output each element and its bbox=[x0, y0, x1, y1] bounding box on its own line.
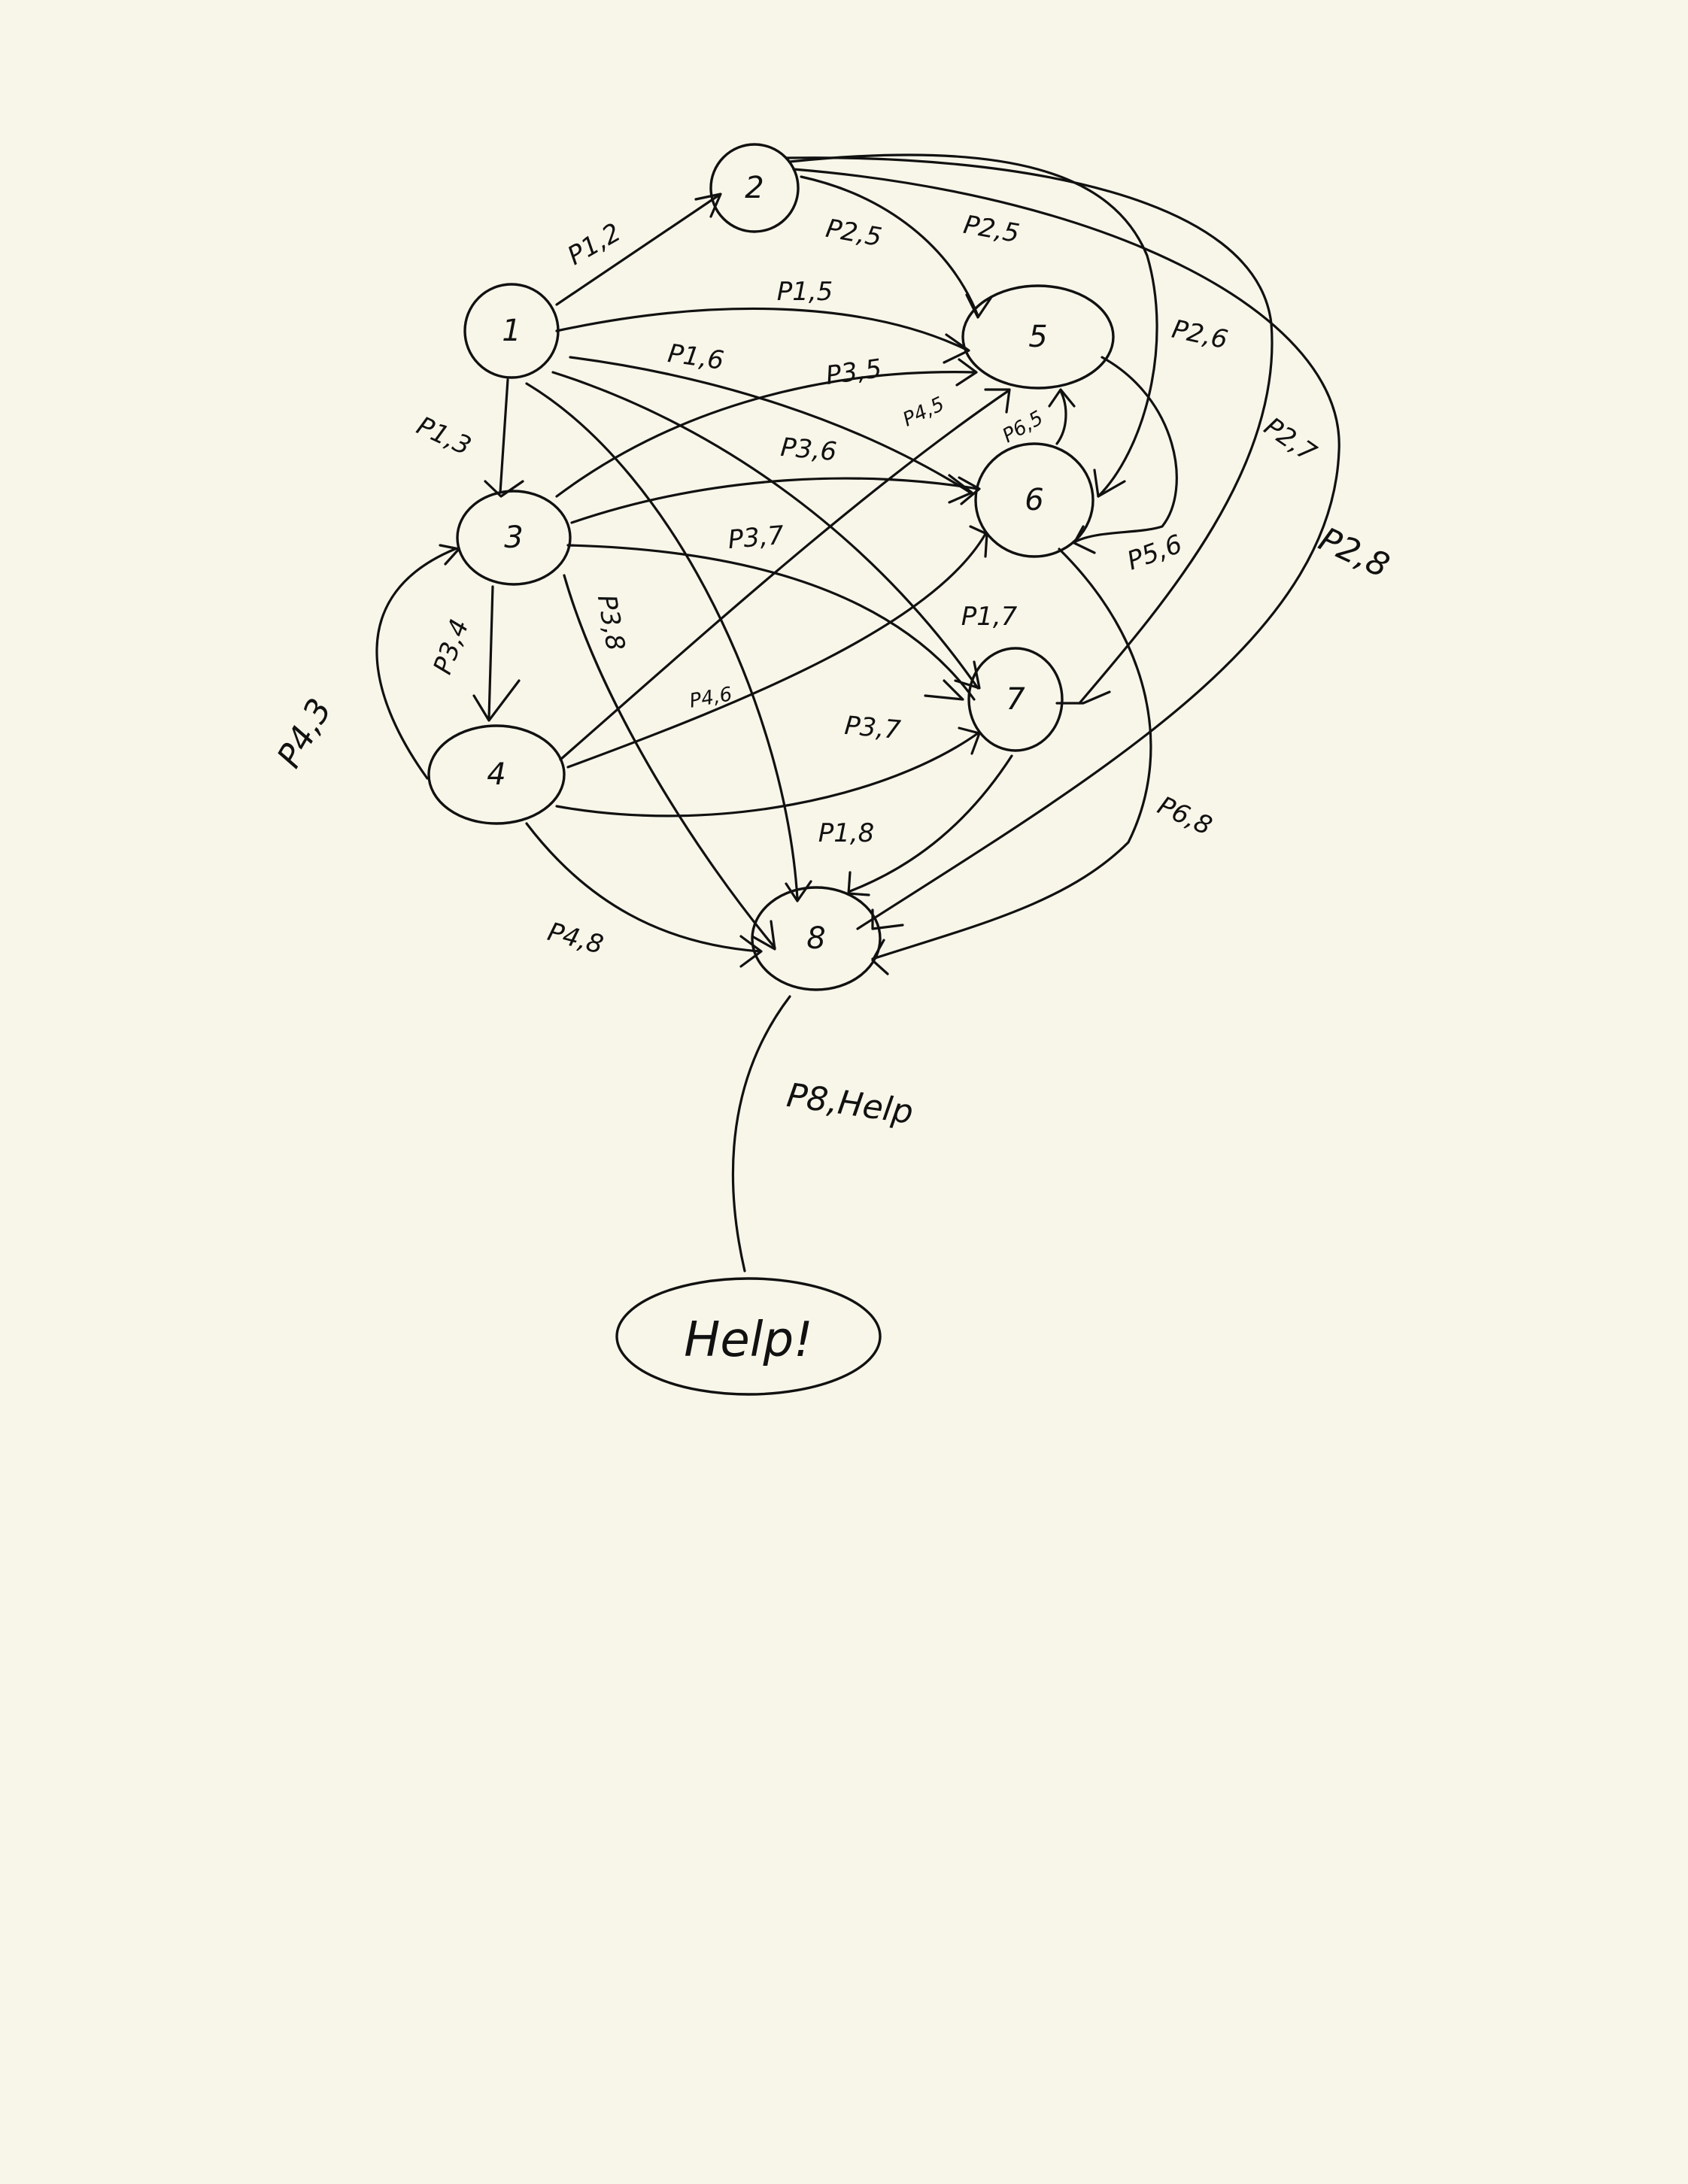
arrowhead-to-8-from-3 bbox=[751, 920, 776, 951]
label-p35: P3,5 bbox=[824, 353, 883, 391]
node-3-circle bbox=[456, 490, 572, 586]
edge-3-8 bbox=[563, 574, 776, 949]
node-2-label: 2 bbox=[745, 171, 764, 205]
arrowhead-to-6-from-3 bbox=[958, 476, 981, 505]
node-6-label: 6 bbox=[1025, 483, 1043, 517]
label-p68: P6,8 bbox=[1153, 790, 1216, 842]
label-p56: P5,6 bbox=[1123, 529, 1186, 576]
node-7-label: 7 bbox=[1006, 682, 1025, 717]
node-help[interactable]: Help! bbox=[615, 1277, 882, 1396]
node-4[interactable]: 4 bbox=[427, 724, 566, 825]
arrowhead-to-8-from-4 bbox=[739, 935, 763, 968]
edge-5-6 bbox=[1074, 356, 1178, 543]
label-p28: P2,8 bbox=[1313, 520, 1395, 585]
node-6-circle bbox=[974, 442, 1094, 558]
edge-3-6 bbox=[570, 477, 979, 524]
arrowhead-3-to-4 bbox=[472, 679, 521, 722]
arrowhead-to-5-from-1 bbox=[943, 333, 970, 364]
edge-4-6 bbox=[566, 532, 987, 769]
label-p25a: P2,5 bbox=[824, 214, 884, 253]
edge-2-7 bbox=[785, 156, 1274, 705]
label-p18: P1,8 bbox=[818, 818, 875, 848]
label-p38: P3,8 bbox=[591, 593, 630, 653]
edge-4-3 bbox=[375, 548, 457, 780]
label-p8help: P8,Help bbox=[785, 1076, 915, 1132]
node-3-label: 3 bbox=[504, 520, 523, 555]
label-p27: P2,7 bbox=[1258, 411, 1322, 469]
edge-1-7 bbox=[551, 371, 979, 690]
arrowhead-to-5-from-2 bbox=[965, 293, 993, 319]
label-p36: P3,6 bbox=[779, 432, 838, 467]
arrowhead-to-5-from-6 bbox=[1048, 388, 1076, 408]
arrowhead-to-7-from-2 bbox=[1055, 690, 1111, 705]
label-p43: P4,3 bbox=[270, 692, 339, 774]
node-6[interactable]: 6 bbox=[974, 442, 1094, 558]
arrowhead-to-6-from-1 bbox=[948, 474, 973, 504]
node-8-label: 8 bbox=[806, 921, 825, 956]
node-7[interactable]: 7 bbox=[967, 647, 1064, 752]
arrowhead-to-7-from-3 bbox=[924, 679, 964, 701]
node-4-circle bbox=[427, 724, 566, 825]
edge-2-5-long bbox=[788, 153, 1158, 498]
edge-6-8 bbox=[871, 548, 1152, 960]
node-4-label: 4 bbox=[487, 757, 505, 792]
arrowhead-to-5-from-4 bbox=[984, 388, 1011, 414]
edge-4-7 bbox=[555, 732, 979, 817]
label-p17: P1,7 bbox=[961, 602, 1018, 632]
node-2[interactable]: 2 bbox=[709, 143, 800, 233]
label-p26: P2,6 bbox=[1169, 314, 1230, 356]
arrowhead-to-2 bbox=[694, 193, 722, 218]
node-2-circle bbox=[709, 143, 800, 233]
arrowhead-to-5-from-3 bbox=[955, 358, 978, 387]
label-p37b: P3,7 bbox=[843, 711, 902, 745]
edges bbox=[375, 153, 1340, 1272]
edge-4-8 bbox=[525, 822, 761, 953]
node-8-circle bbox=[751, 886, 882, 991]
label-p16: P1,6 bbox=[666, 338, 725, 376]
edge-3-7 bbox=[566, 544, 976, 701]
edge-labels: P1,2 P1,3 P1,5 P1,6 P1,7 P1,8 P2,5 P2,5 … bbox=[270, 210, 1395, 1132]
edge-1-3 bbox=[499, 378, 509, 494]
label-p25b: P2,5 bbox=[961, 210, 1022, 249]
label-p34: P3,4 bbox=[427, 615, 475, 678]
arrowhead-1-to-3 bbox=[484, 480, 524, 498]
label-p45: P4,5 bbox=[900, 393, 948, 431]
edge-6-5 bbox=[1055, 390, 1067, 445]
node-8[interactable]: 8 bbox=[751, 886, 882, 991]
node-1-circle bbox=[463, 283, 560, 379]
node-1[interactable]: 1 bbox=[463, 283, 560, 379]
edge-4-5 bbox=[559, 390, 1009, 761]
node-5-circle bbox=[961, 284, 1115, 390]
node-help-label: Help! bbox=[684, 1312, 813, 1368]
node-help-ellipse bbox=[615, 1277, 882, 1396]
edge-3-4 bbox=[487, 585, 494, 720]
edge-3-5 bbox=[555, 371, 976, 498]
edge-1-5 bbox=[555, 307, 968, 351]
edge-1-6 bbox=[569, 356, 972, 494]
arrowhead-to-6-from-2 bbox=[1093, 469, 1126, 498]
label-p15: P1,5 bbox=[777, 277, 833, 307]
edge-7-8 bbox=[849, 754, 1013, 893]
node-5[interactable]: 5 bbox=[961, 284, 1115, 390]
node-5-label: 5 bbox=[1028, 320, 1047, 354]
edge-1-2 bbox=[555, 194, 720, 306]
edge-8-help bbox=[731, 995, 791, 1272]
label-p48: P4,8 bbox=[545, 917, 606, 960]
label-p46: P4,6 bbox=[688, 683, 733, 712]
edge-2-5-short bbox=[800, 175, 979, 317]
label-p37a: P3,7 bbox=[727, 520, 785, 555]
edge-1-8 bbox=[525, 382, 799, 900]
edge-2-8 bbox=[792, 168, 1340, 930]
node-3[interactable]: 3 bbox=[456, 490, 572, 586]
arrowhead-to-7-from-4 bbox=[958, 726, 981, 755]
label-p13: P1,3 bbox=[412, 411, 475, 462]
node-7-circle bbox=[967, 647, 1064, 752]
node-1-label: 1 bbox=[502, 314, 521, 348]
